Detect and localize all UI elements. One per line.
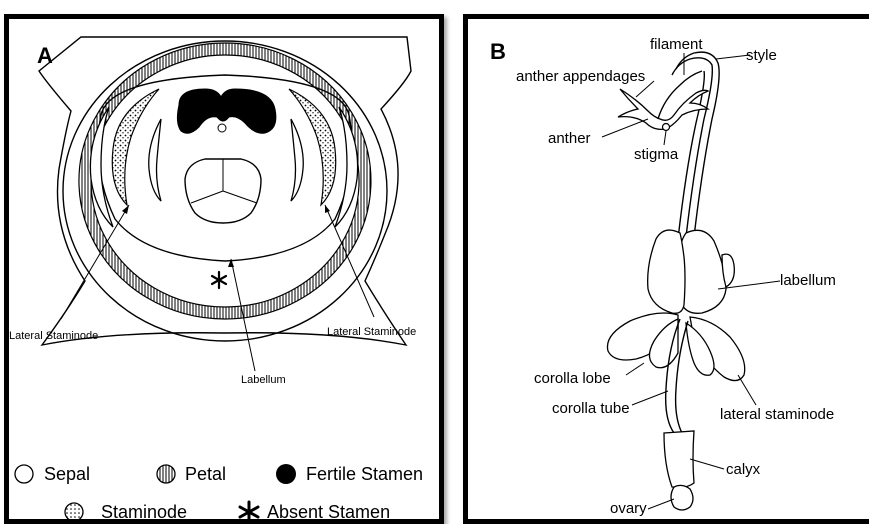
legend-fertile-icon [276,464,296,484]
label-stigma: stigma [634,146,679,163]
label-lateral-staminode-b: lateral staminode [720,406,834,423]
absent-stamen-marker [212,272,226,288]
panel-a-label: A [37,43,53,68]
legend-staminode-icon [65,503,83,519]
label-lateral-staminode-right: Lateral Staminode [327,326,416,338]
ovary-b [671,485,693,510]
legend-absent-icon [240,502,258,519]
inner-staminode-left [149,119,161,201]
label-anther: anther [548,130,591,147]
flower-structure-svg: B filament style anther appendages anthe… [468,19,869,519]
leader-corolla-lobe [626,363,644,375]
calyx [664,431,694,488]
arrowhead-lateral-left [122,205,129,214]
leader-anther [602,119,648,137]
anther-appendages [618,89,708,129]
label-labellum-a: Labellum [241,374,286,386]
fertile-stamen-notch [218,124,226,132]
fertile-stamen [177,89,275,133]
label-corolla-lobe: corolla lobe [534,370,611,387]
label-calyx: calyx [726,461,761,478]
leader-stigma [664,131,666,145]
label-corolla-tube: corolla tube [552,400,630,417]
leader-calyx [690,459,724,469]
arrowhead-lateral-right [325,205,330,213]
legend-absent-label: Absent Stamen [267,502,390,519]
label-style: style [746,47,777,64]
ovary-septum-2 [191,191,223,203]
panel-a: A Lateral Staminode Lateral Staminode La… [4,14,444,524]
outer-ring [63,41,387,341]
legend-petal-label: Petal [185,464,226,484]
leader-lateral-staminode [738,375,756,405]
leader-corolla-tube [632,391,668,405]
inner-staminode-right [291,119,303,201]
labellum-petal-left [648,230,685,313]
label-anther-appendages: anther appendages [516,68,645,85]
floral-diagram-svg: A Lateral Staminode Lateral Staminode La… [9,19,439,519]
label-filament: filament [650,36,703,53]
panel-b-label: B [490,39,506,64]
legend-sepal-label: Sepal [44,464,90,484]
label-ovary: ovary [610,500,647,517]
legend-sepal-icon [15,465,33,483]
style-tube-inner [676,52,719,237]
legend-fertile-label: Fertile Stamen [306,464,423,484]
stigma-point [663,124,670,131]
leader-style [716,55,750,59]
legend-petal-icon [157,465,175,483]
legend-staminode-label: Staminode [101,502,187,519]
ovary-septum-3 [223,191,257,203]
label-lateral-staminode-left: Lateral Staminode [9,330,98,342]
label-labellum-b: labellum [780,272,836,289]
leader-ovary [648,499,674,509]
panel-b: B filament style anther appendages anthe… [463,14,869,524]
